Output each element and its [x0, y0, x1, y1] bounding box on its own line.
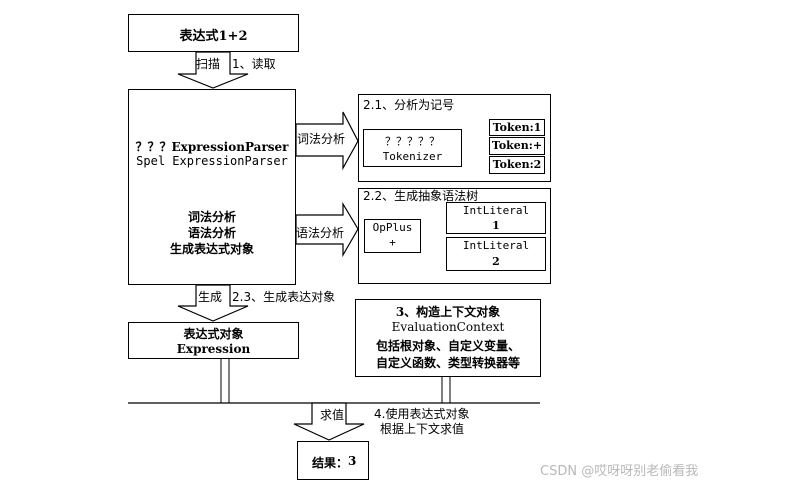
- use-expression-label: 4.使用表达式对象: [374, 407, 470, 421]
- result-box: 结果： 3: [297, 441, 369, 480]
- context-class-name: EvaluationContext: [391, 320, 505, 334]
- lexer-arrow: [295, 111, 359, 171]
- token-2: Token:+: [489, 137, 545, 155]
- ast-panel-title: 2.2、生成抽象语法树: [363, 189, 479, 203]
- generate-expression-label: 2.3、生成表达对象: [232, 290, 336, 304]
- token-1-label: Token:1: [492, 121, 542, 134]
- expression-object-class: Expression: [176, 342, 251, 356]
- scan-label: 扫描: [196, 57, 221, 71]
- int-literal-1-name: IntLiteral: [462, 204, 530, 217]
- int-literal-2: IntLiteral 2: [446, 237, 546, 271]
- context-step-title: 3、构造上下文对象: [395, 305, 501, 319]
- scan-arrow: [177, 51, 249, 89]
- int-literal-2-name: IntLiteral: [462, 239, 530, 252]
- token-2-label: Token:+: [491, 139, 543, 152]
- syntax-arrow: [295, 201, 359, 258]
- tokenizer-name: Tokenizer: [382, 150, 443, 163]
- int-literal-1: IntLiteral 1: [446, 202, 546, 234]
- int-literal-2-value: 2: [492, 255, 500, 268]
- source-expression-box: 表达式1+2: [128, 14, 299, 52]
- expression-object-title: 表达式对象: [183, 327, 244, 341]
- parser-name: ？？？ExpressionParser: [135, 140, 289, 154]
- context-desc-1: 包括根对象、自定义变量、: [375, 339, 520, 353]
- csdn-watermark: CSDN @哎呀呀别老偷看我: [540, 464, 699, 479]
- opplus-symbol: +: [389, 236, 396, 249]
- syntax-arrow-label: 语法分析: [296, 226, 345, 240]
- expression-parser-box: ？？？ExpressionParser Spel ExpressionParse…: [128, 89, 296, 285]
- token-3: Token:2: [489, 156, 545, 174]
- int-literal-1-value: 1: [492, 219, 500, 232]
- lexing-step: 词法分析: [187, 210, 236, 224]
- spel-parser-name: Spel ExpressionParser: [136, 154, 288, 168]
- source-expression-text: 表达式1+2: [179, 29, 248, 44]
- context-desc-2: 自定义函数、类型转换器等: [375, 356, 520, 370]
- tokenize-panel-title: 2.1、分析为记号: [363, 98, 455, 112]
- read-label: 1、读取: [232, 57, 276, 71]
- lexer-arrow-label: 词法分析: [297, 132, 346, 146]
- opplus-node: OpPlus +: [364, 219, 421, 253]
- result-label: 结果：: [312, 456, 349, 470]
- token-3-label: Token:2: [492, 158, 542, 171]
- token-1: Token:1: [489, 119, 545, 136]
- evaluate-context-label: 根据上下文求值: [380, 422, 465, 436]
- generate-step: 生成表达式对象: [169, 242, 254, 256]
- expression-object-box: 表达式对象 Expression: [128, 322, 299, 359]
- evaluation-context-box: 3、构造上下文对象 EvaluationContext 包括根对象、自定义变量、…: [355, 299, 541, 377]
- evaluate-label: 求值: [320, 408, 345, 422]
- generate-label: 生成: [198, 290, 223, 304]
- evaluate-arrow: [293, 402, 365, 441]
- result-value: 3: [348, 454, 357, 468]
- tokenizer-unknown-name: ？？？？？: [385, 135, 440, 148]
- parsing-step: 语法分析: [187, 226, 236, 240]
- opplus-name: OpPlus: [372, 221, 413, 234]
- generate-arrow: [177, 284, 249, 322]
- tokenizer-box: ？？？？？ Tokenizer: [363, 129, 462, 167]
